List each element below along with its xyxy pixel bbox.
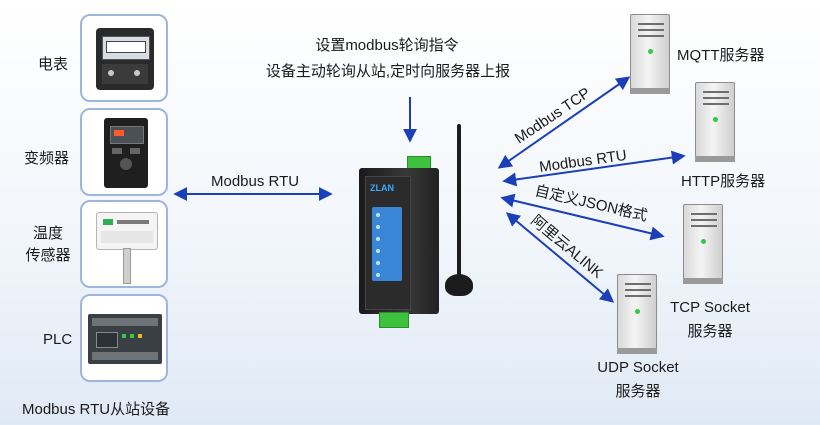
aliyun-arrow: [505, 212, 615, 303]
modbus-rtu-right-label: Modbus RTU: [538, 147, 628, 176]
frequency-inverter-icon: [104, 118, 148, 188]
sensor-label-line2: 传感器: [25, 247, 71, 264]
plc-label: PLC: [43, 331, 73, 348]
tcp-socket-label-line2: 服务器: [687, 323, 733, 340]
temperature-sensor-icon: [96, 212, 158, 250]
meter-card: [80, 14, 168, 102]
polling-note-line1: 设置modbus轮询指令: [315, 37, 459, 54]
tcp-socket-server-icon: [683, 204, 723, 284]
http-server-label: HTTP服务器: [681, 173, 766, 190]
polling-note-line2: 设备主动轮询从站,定时向服务器上报: [265, 63, 511, 80]
gateway-brand: ZLAN: [370, 183, 394, 193]
slave-devices-caption: Modbus RTU从站设备: [22, 401, 171, 418]
mqtt-server-icon: [630, 14, 670, 94]
modbus-rtu-left-label: Modbus RTU: [211, 173, 300, 190]
gateway-device: ZLAN: [345, 124, 473, 330]
sensor-label-line1: 温度: [32, 225, 63, 242]
modbus-tcp-label: Modbus TCP: [512, 84, 594, 147]
plc-icon: [88, 314, 162, 364]
inverter-label: 变频器: [24, 150, 70, 167]
sensor-card: [80, 200, 168, 288]
http-server-icon: [695, 82, 735, 162]
modbus-rtu-right-arrow: [502, 150, 686, 187]
plc-card: [80, 294, 168, 382]
tcp-socket-label-line1: TCP Socket: [670, 299, 750, 316]
electric-meter-icon: [96, 28, 154, 90]
udp-socket-label-line1: UDP Socket: [597, 359, 679, 376]
inverter-card: [80, 108, 168, 196]
aliyun-label: 阿里云ALINK: [527, 212, 606, 282]
mqtt-server-label: MQTT服务器: [677, 47, 765, 64]
meter-label: 电表: [38, 56, 69, 73]
udp-socket-server-icon: [617, 274, 657, 354]
udp-socket-label-line2: 服务器: [615, 383, 661, 400]
